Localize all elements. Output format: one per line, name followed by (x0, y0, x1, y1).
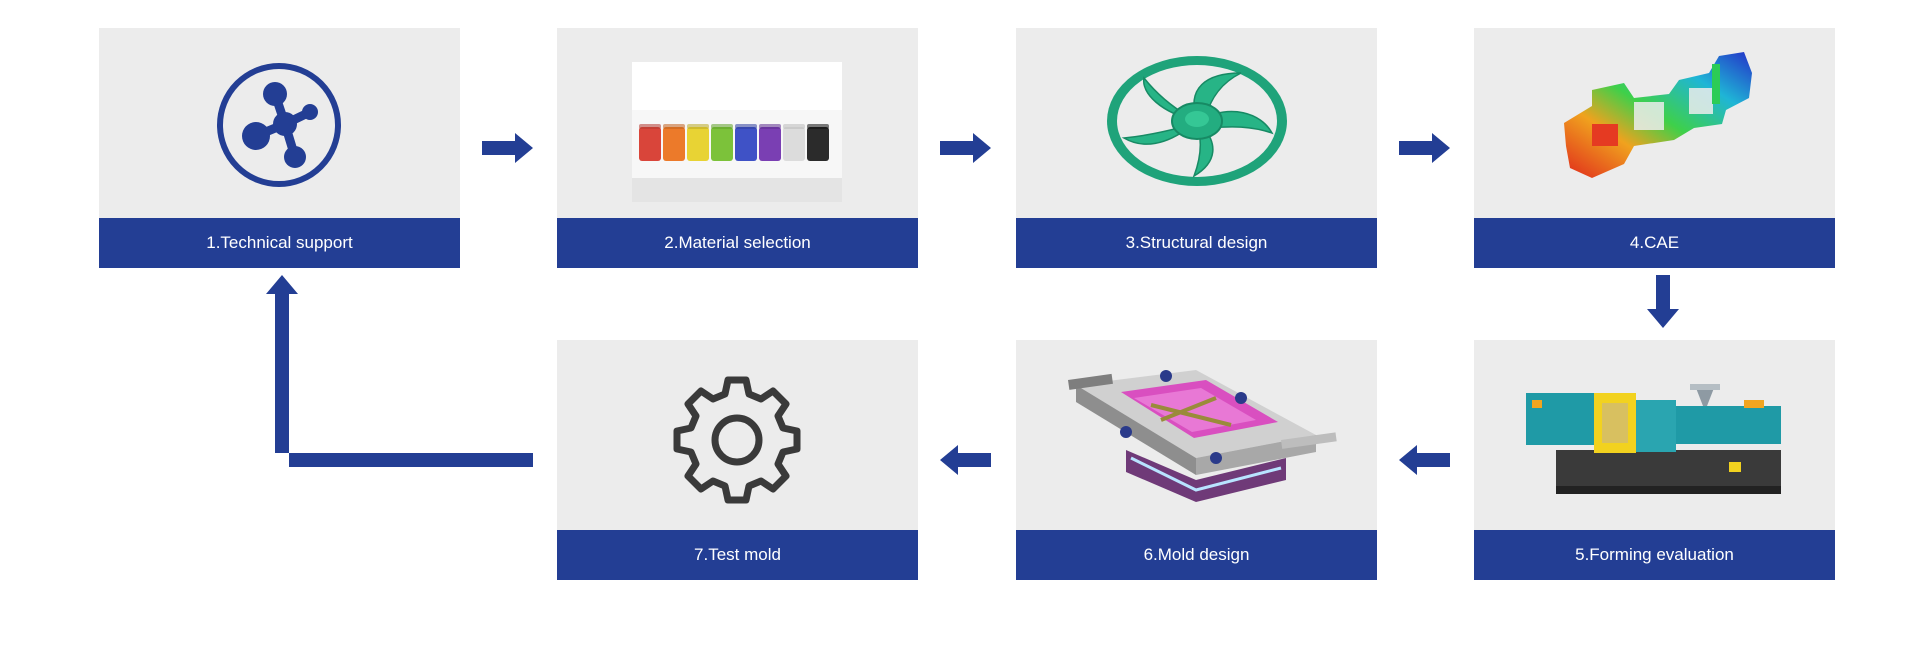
step-label: 5.Forming evaluation (1474, 530, 1835, 580)
cae-simulation-image (1564, 52, 1752, 178)
material-samples-image (632, 62, 842, 202)
step-label: 7.Test mold (557, 530, 918, 580)
arrow-return-7-1 (266, 275, 533, 467)
arrow-right-2-3 (940, 133, 991, 163)
step-label: 6.Mold design (1016, 530, 1377, 580)
step-cae: 4.CAE (1474, 28, 1835, 268)
injection-machine-image (1526, 384, 1781, 494)
step-label: 3.Structural design (1016, 218, 1377, 268)
step-image-panel (1016, 28, 1377, 218)
step-technical-support: 1.Technical support (99, 28, 460, 268)
step-image-panel (1474, 340, 1835, 530)
fan-image (1107, 56, 1287, 186)
step-test-mold: 7.Test mold (557, 340, 918, 580)
step-material-selection: 2.Material selection (557, 28, 918, 268)
step-image-panel (99, 28, 460, 218)
step-image-panel (1016, 340, 1377, 530)
step-forming-evaluation: 5.Forming evaluation (1474, 340, 1835, 580)
step-structural-design: 3.Structural design (1016, 28, 1377, 268)
gear-icon (673, 376, 801, 504)
arrow-left-6-7 (940, 445, 991, 475)
arrow-left-5-6 (1399, 445, 1450, 475)
network-icon (217, 63, 341, 187)
step-label: 2.Material selection (557, 218, 918, 268)
arrow-down-4-5 (1647, 275, 1679, 328)
step-mold-design: 6.Mold design (1016, 340, 1377, 580)
mold-image (1068, 370, 1337, 502)
arrow-right-3-4 (1399, 133, 1450, 163)
step-label: 1.Technical support (99, 218, 460, 268)
step-label: 4.CAE (1474, 218, 1835, 268)
arrow-right-1-2 (482, 133, 533, 163)
step-image-panel (557, 28, 918, 218)
step-image-panel (557, 340, 918, 530)
step-image-panel (1474, 28, 1835, 218)
